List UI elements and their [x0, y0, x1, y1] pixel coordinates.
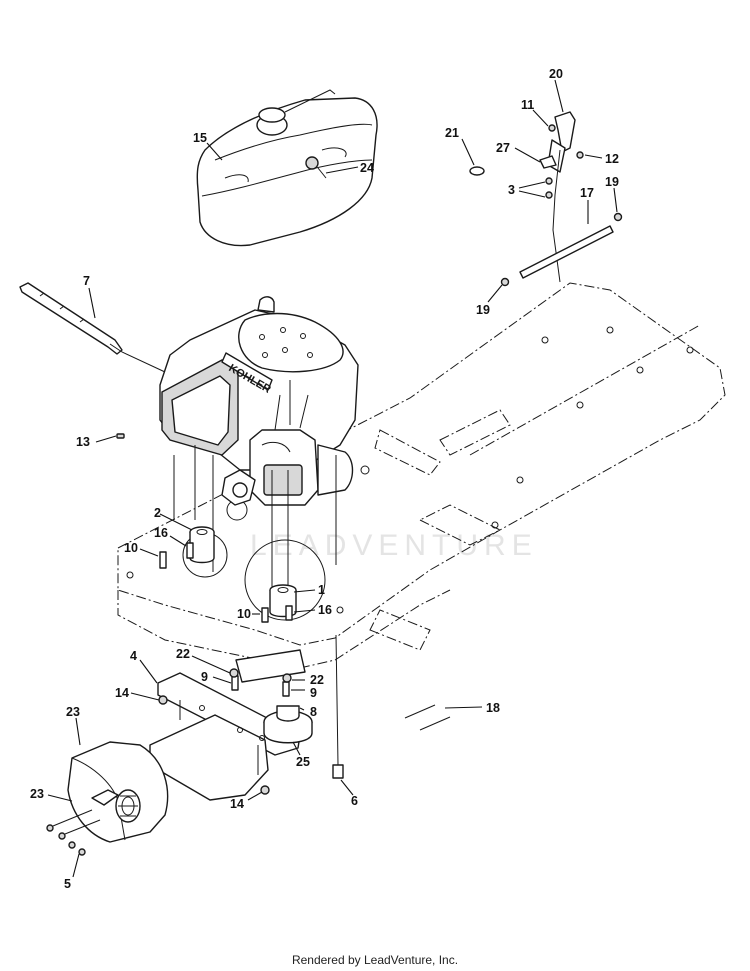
link-rod — [404, 704, 451, 731]
callout-6: 6 — [351, 794, 358, 808]
callout-19-left: 19 — [476, 303, 490, 317]
callout-5: 5 — [64, 877, 71, 891]
callout-1: 1 — [318, 583, 325, 597]
callout-2: 2 — [154, 506, 161, 520]
callout-10-center: 10 — [237, 607, 251, 621]
callout-16-right: 16 — [318, 603, 332, 617]
knob — [469, 166, 485, 176]
callout-20: 20 — [549, 67, 563, 81]
callout-27: 27 — [496, 141, 510, 155]
clip-13 — [116, 433, 125, 439]
callout-9-left: 9 — [201, 670, 208, 684]
callout-23-top: 23 — [66, 705, 80, 719]
callout-7: 7 — [83, 274, 90, 288]
callout-10-left: 10 — [124, 541, 138, 555]
callout-21: 21 — [445, 126, 459, 140]
frame-bolts — [159, 542, 293, 623]
callouts: 15 24 21 20 11 27 12 3 17 19 19 7 13 2 1… — [30, 67, 619, 891]
pulley — [263, 705, 313, 744]
leader-lines — [47, 79, 618, 878]
pulley-bolts — [158, 668, 292, 795]
engine-mount-lines — [173, 445, 337, 598]
callout-23-bottom: 23 — [30, 787, 44, 801]
engine — [159, 296, 359, 506]
throttle-cable — [19, 282, 166, 373]
drain-tube — [332, 634, 344, 779]
mount-block — [235, 649, 306, 683]
callout-24: 24 — [360, 161, 374, 175]
callout-22-right: 22 — [310, 673, 324, 687]
callout-15: 15 — [193, 131, 207, 145]
callout-9-right: 9 — [310, 686, 317, 700]
callout-22-left: 22 — [176, 647, 190, 661]
callout-4: 4 — [130, 649, 137, 663]
spacer-left — [189, 526, 215, 564]
callout-18: 18 — [486, 701, 500, 715]
fuel-tank — [196, 97, 378, 247]
muffler — [67, 741, 169, 843]
callout-25: 25 — [296, 755, 310, 769]
callout-3: 3 — [508, 183, 515, 197]
fuel-cap — [256, 89, 336, 136]
mower-frame — [117, 282, 726, 669]
callout-8: 8 — [310, 705, 317, 719]
callout-12: 12 — [605, 152, 619, 166]
muffler-bolts — [46, 809, 101, 856]
callout-19-top: 19 — [605, 175, 619, 189]
watermark: LEADVENTURE — [250, 529, 538, 562]
callout-16-left: 16 — [154, 526, 168, 540]
callout-13: 13 — [76, 435, 90, 449]
callout-11: 11 — [521, 98, 534, 112]
control-rod — [500, 212, 623, 287]
callout-17: 17 — [580, 186, 594, 200]
fuel-fitting — [305, 156, 327, 179]
callout-14-bottom: 14 — [230, 797, 244, 811]
footer-credit: Rendered by LeadVenture, Inc. — [291, 953, 459, 967]
callout-14-top: 14 — [115, 686, 129, 700]
